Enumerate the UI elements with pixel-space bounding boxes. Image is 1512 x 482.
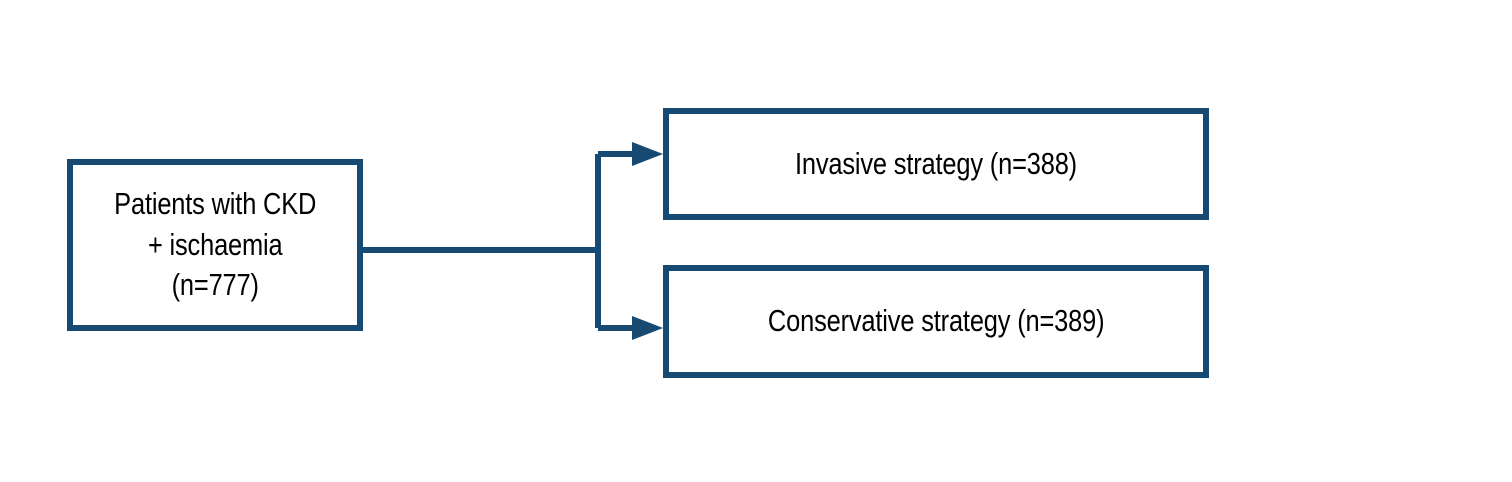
conservative-strategy-label: Conservative strategy (n=389)	[767, 303, 1105, 339]
invasive-strategy-box: Invasive strategy (n=388)	[663, 108, 1209, 220]
invasive-strategy-label: Invasive strategy (n=388)	[794, 145, 1078, 181]
arrowhead-conservative	[632, 316, 663, 340]
arrowhead-invasive	[632, 142, 663, 166]
conservative-strategy-box: Conservative strategy (n=389)	[663, 265, 1209, 378]
patients-box: Patients with CKD + ischaemia (n=777)	[67, 159, 363, 331]
patients-box-label: Patients with CKD + ischaemia (n=777)	[113, 185, 317, 303]
